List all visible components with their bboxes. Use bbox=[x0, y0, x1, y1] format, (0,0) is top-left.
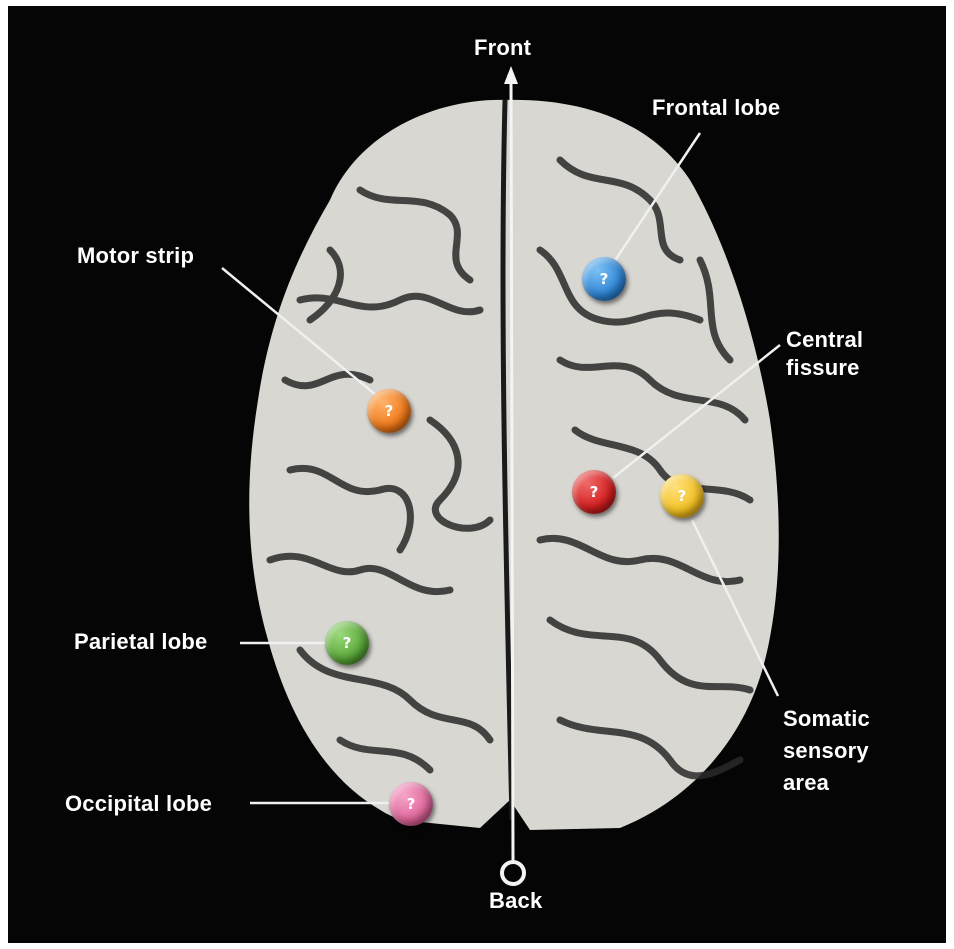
label-frontal-lobe: Frontal lobe bbox=[652, 94, 780, 122]
arrow-head bbox=[504, 66, 518, 84]
label-front: Front bbox=[474, 34, 531, 62]
question-glyph: ? bbox=[600, 270, 609, 288]
front-back-arrow-line bbox=[511, 80, 513, 860]
label-back: Back bbox=[489, 887, 542, 915]
label-central-line2: fissure bbox=[786, 354, 863, 382]
central-fissure-marker: ? bbox=[572, 470, 616, 514]
label-occipital-lobe: Occipital lobe bbox=[65, 790, 212, 818]
motor-strip-marker: ? bbox=[367, 389, 411, 433]
label-parietal-lobe: Parietal lobe bbox=[74, 628, 207, 656]
label-somatic-line3: area bbox=[783, 767, 870, 799]
question-glyph: ? bbox=[385, 402, 394, 420]
occipital-lobe-marker: ? bbox=[389, 782, 433, 826]
somatic-sensory-marker: ? bbox=[660, 474, 704, 518]
question-glyph: ? bbox=[343, 634, 352, 652]
question-glyph: ? bbox=[407, 795, 416, 813]
frontal-lobe-marker: ? bbox=[582, 257, 626, 301]
label-somatic-line1: Somatic bbox=[783, 703, 870, 735]
label-central-line1: Central bbox=[786, 326, 863, 354]
question-glyph: ? bbox=[590, 483, 599, 501]
label-somatic-line2: sensory bbox=[783, 735, 870, 767]
label-central-fissure: Central fissure bbox=[786, 326, 863, 382]
label-somatic-sensory-area: Somatic sensory area bbox=[783, 703, 870, 799]
question-glyph: ? bbox=[678, 487, 687, 505]
arrow-tail-circle bbox=[502, 862, 524, 884]
label-motor-strip: Motor strip bbox=[77, 242, 194, 270]
parietal-lobe-marker: ? bbox=[325, 621, 369, 665]
